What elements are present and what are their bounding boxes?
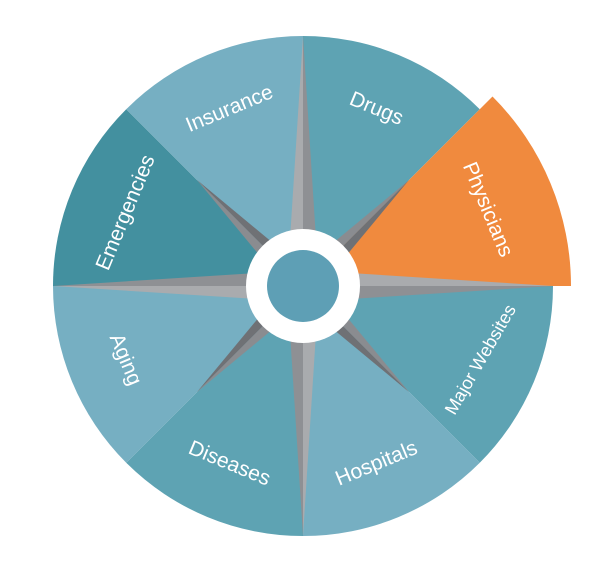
wheel-segments: [52, 35, 571, 537]
segment-hospitals[interactable]: [303, 286, 480, 536]
compass-cardinal-180-dark: [287, 286, 303, 536]
compass-cardinal-270-dark: [53, 270, 303, 286]
segment-physicians[interactable]: [303, 96, 571, 287]
segment-major-websites[interactable]: [303, 286, 553, 463]
segment-diseases[interactable]: [126, 286, 303, 537]
segment-insurance[interactable]: [126, 35, 303, 287]
segment-drugs[interactable]: [303, 36, 480, 286]
compass-cardinal-270-light: [53, 286, 303, 302]
hub-center[interactable]: [267, 250, 339, 322]
segment-emergencies[interactable]: [53, 109, 303, 286]
compass-cardinal-0-light: [287, 36, 303, 286]
compass-cardinal-90-light: [303, 270, 553, 286]
compass-cardinal-180-light: [303, 286, 319, 536]
wheel-hub: [246, 229, 360, 343]
segment-aging[interactable]: [52, 286, 303, 463]
compass-cardinal-0-dark: [303, 36, 319, 286]
compass-cardinal-90-dark: [303, 286, 553, 302]
